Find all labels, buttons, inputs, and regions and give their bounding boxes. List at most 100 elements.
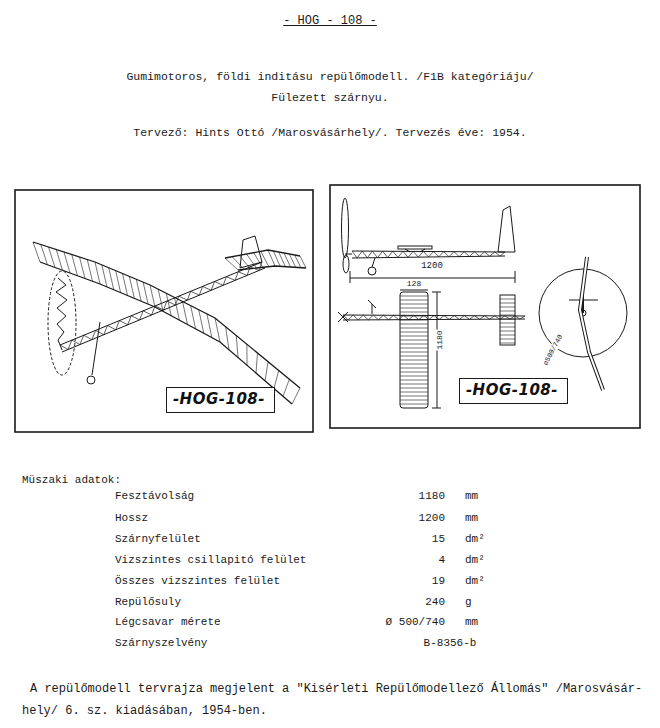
table-cell: Légcsavar mérete bbox=[115, 616, 221, 629]
longeron bbox=[60, 262, 262, 345]
fuselage bbox=[60, 262, 265, 352]
landing-gear bbox=[372, 258, 375, 267]
wing-edge bbox=[40, 262, 292, 404]
rib bbox=[136, 279, 141, 301]
fin bbox=[498, 206, 515, 252]
propeller-disc bbox=[48, 271, 76, 375]
rib bbox=[109, 268, 114, 290]
rib bbox=[33, 242, 40, 262]
rib bbox=[166, 293, 171, 316]
rib bbox=[500, 319, 515, 320]
wing bbox=[33, 242, 300, 404]
rib bbox=[400, 332, 428, 333]
stabilizer-front bbox=[569, 300, 598, 301]
stabilizer-top bbox=[500, 295, 515, 345]
propeller-blade bbox=[342, 198, 349, 258]
table-value: 1200 bbox=[419, 512, 445, 525]
wheel bbox=[368, 267, 376, 275]
table-unit: mm bbox=[465, 616, 478, 629]
rib bbox=[500, 339, 515, 340]
rib bbox=[500, 327, 515, 328]
rib bbox=[400, 304, 428, 305]
rib bbox=[116, 271, 121, 293]
rib bbox=[500, 323, 515, 324]
rib bbox=[64, 252, 70, 273]
rib bbox=[41, 245, 48, 265]
dimension-label: ø500/740 bbox=[541, 332, 565, 367]
table-cell: Szárnyszelvény bbox=[115, 637, 207, 650]
rib bbox=[400, 312, 428, 313]
rib bbox=[500, 299, 515, 300]
footnote: hely/ 6. sz. kiadásában, 1954-ben. bbox=[22, 704, 267, 718]
table-heading: Müszaki adatok: bbox=[22, 474, 121, 487]
rib bbox=[500, 343, 515, 344]
dimension-line bbox=[350, 278, 515, 279]
table-value: 15 bbox=[432, 533, 445, 546]
rib bbox=[400, 376, 428, 377]
rib bbox=[400, 372, 428, 373]
truss-web bbox=[343, 315, 525, 320]
rib bbox=[199, 310, 204, 334]
dimension-label: 1200 bbox=[420, 261, 444, 272]
rib bbox=[295, 255, 301, 268]
fuselage-side bbox=[352, 251, 505, 258]
rib bbox=[400, 404, 428, 405]
rib bbox=[400, 328, 428, 329]
rib bbox=[400, 368, 428, 369]
table-cell: Vizszintes csillapitó felület bbox=[115, 554, 306, 567]
rib bbox=[143, 282, 148, 304]
rib bbox=[289, 254, 295, 267]
fuselage-top bbox=[343, 315, 525, 320]
table-value: 19 bbox=[432, 575, 445, 588]
rib bbox=[225, 258, 238, 270]
rib bbox=[246, 344, 247, 365]
rib bbox=[400, 300, 428, 301]
rib bbox=[500, 335, 515, 336]
dimension-label: 1180 bbox=[435, 329, 445, 350]
title-plate: -HOG-108- bbox=[459, 378, 568, 404]
rib bbox=[400, 344, 428, 345]
stabilizer bbox=[225, 250, 306, 270]
wing-front-inner bbox=[580, 257, 603, 390]
rib bbox=[400, 296, 428, 297]
table-cell: Összes vizszintes felület bbox=[115, 575, 280, 588]
wheel bbox=[87, 376, 95, 384]
dimension-line bbox=[400, 290, 428, 291]
dimension-tick bbox=[350, 271, 351, 283]
table-unit: mm bbox=[465, 512, 478, 525]
rib bbox=[400, 320, 428, 321]
rib bbox=[400, 308, 428, 309]
rib bbox=[400, 316, 428, 317]
rib bbox=[283, 379, 289, 396]
longeron bbox=[352, 251, 505, 252]
rib bbox=[215, 318, 220, 342]
rib bbox=[400, 400, 428, 401]
rib bbox=[400, 392, 428, 393]
rib bbox=[500, 315, 515, 316]
table-unit: dm² bbox=[465, 554, 485, 567]
rib bbox=[274, 371, 279, 389]
wing-edge bbox=[33, 242, 300, 388]
rib bbox=[102, 265, 107, 287]
picture-frame bbox=[15, 190, 313, 432]
table-cell: Fesztávolság bbox=[115, 490, 194, 503]
plate-text: -HOG-108- bbox=[173, 390, 265, 408]
rib bbox=[226, 327, 229, 350]
page-title: - HOG - 108 - bbox=[283, 14, 377, 28]
rib bbox=[500, 303, 515, 304]
longeron bbox=[343, 319, 525, 320]
rib bbox=[80, 257, 86, 279]
rib bbox=[265, 362, 268, 381]
rib bbox=[261, 251, 269, 266]
table-unit: dm² bbox=[465, 575, 485, 588]
rib bbox=[87, 260, 92, 282]
rib bbox=[300, 256, 306, 268]
table-unit: mm bbox=[465, 490, 478, 503]
rib bbox=[400, 340, 428, 341]
rib bbox=[400, 388, 428, 389]
picture-frame bbox=[330, 185, 640, 428]
rib bbox=[400, 380, 428, 381]
rib bbox=[400, 356, 428, 357]
rib bbox=[256, 353, 258, 373]
rib bbox=[56, 250, 62, 271]
